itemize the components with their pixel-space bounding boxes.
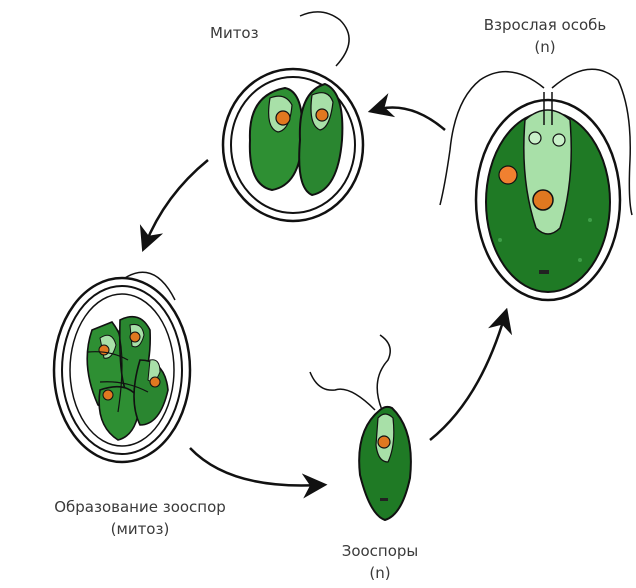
label-adult-line2: (n) [455, 36, 635, 58]
arrow-zoospores-to-adult [430, 315, 505, 440]
arrow-mitosis-to-formation [145, 160, 208, 245]
zoospore-cell [310, 335, 411, 520]
label-adult: Взрослая особь (n) [455, 14, 635, 58]
label-zoospores-line1: Зооспоры [320, 540, 440, 562]
label-zoospore-formation: Образование зооспор (митоз) [0, 496, 280, 540]
label-mitosis: Митоз [210, 22, 259, 44]
label-formation-line2: (митоз) [0, 518, 280, 540]
adult-cell [440, 69, 632, 300]
label-mitosis-text: Митоз [210, 24, 259, 42]
zoospore-formation-cell [54, 272, 190, 462]
label-zoospores: Зооспоры (n) [320, 540, 440, 584]
arrow-adult-to-mitosis [375, 108, 445, 131]
label-adult-line1: Взрослая особь [455, 14, 635, 36]
label-zoospores-line2: (n) [320, 562, 440, 584]
arrow-formation-to-zoospores [190, 448, 320, 486]
label-formation-line1: Образование зооспор [0, 496, 280, 518]
